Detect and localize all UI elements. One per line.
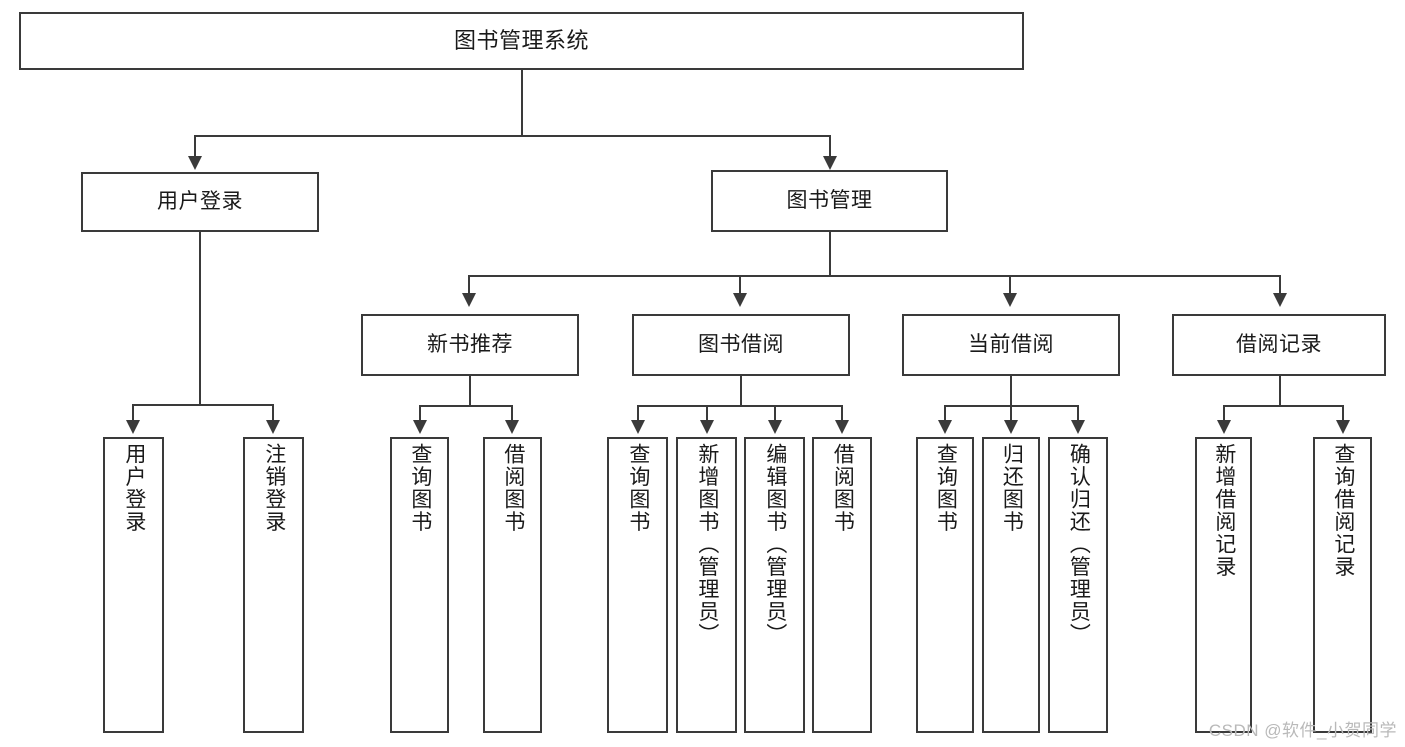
node-label: 新增借阅记录: [1212, 443, 1236, 578]
leaf-node-borrow-book[interactable]: 借阅图书: [812, 437, 872, 733]
node-label: 图书借阅: [698, 333, 784, 357]
node-label: 查询图书: [934, 443, 958, 533]
connector-current-borrow-to-leaf1: [944, 405, 946, 422]
leaf-node-return-book[interactable]: 归还图书: [982, 437, 1040, 733]
leaf-node-logout[interactable]: 注销登录: [243, 437, 304, 733]
arrow-book-borrow-to-leaf4: [835, 420, 849, 434]
node-borrow-record[interactable]: 借阅记录: [1172, 314, 1386, 376]
leaf-node-add-borrow-record[interactable]: 新增借阅记录: [1195, 437, 1252, 733]
arrow-current-borrow-to-leaf1: [938, 420, 952, 434]
connector-book-manage-stem: [829, 232, 831, 276]
node-label: 查询借阅记录: [1331, 443, 1355, 578]
connector-borrow-record-stem: [1279, 376, 1281, 406]
connector-borrow-record-to-leaf2: [1342, 405, 1344, 422]
connector-user-login-stem: [199, 232, 201, 405]
node-label: 注销登录: [262, 443, 286, 533]
node-label: 查询图书: [408, 443, 432, 533]
connector-book-manage-to-new-book: [468, 275, 470, 295]
connector-book-borrow-to-leaf2: [706, 405, 708, 422]
connector-user-login-bus: [133, 404, 273, 406]
arrow-book-borrow-to-leaf1: [631, 420, 645, 434]
connector-user-login-to-leaf1: [132, 404, 134, 422]
node-current-borrow[interactable]: 当前借阅: [902, 314, 1120, 376]
connector-new-book-to-leaf2: [511, 405, 513, 422]
connector-book-borrow-stem: [740, 376, 742, 406]
leaf-node-query-book-current[interactable]: 查询图书: [916, 437, 974, 733]
connector-new-book-stem: [469, 376, 471, 406]
node-new-book-recommend[interactable]: 新书推荐: [361, 314, 579, 376]
node-label: 查询图书: [626, 443, 650, 533]
arrow-user-login-to-leaf1: [126, 420, 140, 434]
leaf-node-confirm-return-admin[interactable]: 确认归还（管理员）: [1048, 437, 1108, 733]
arrow-borrow-record-to-leaf2: [1336, 420, 1350, 434]
connector-borrow-record-bus: [1223, 405, 1343, 407]
node-label: 当前借阅: [968, 333, 1054, 357]
connector-book-borrow-to-leaf1: [637, 405, 639, 422]
connector-root-to-user-login: [194, 135, 196, 158]
node-label: 借阅记录: [1236, 333, 1322, 357]
leaf-node-query-book-borrow[interactable]: 查询图书: [607, 437, 668, 733]
arrow-root-to-user-login: [188, 156, 202, 170]
connector-book-borrow-bus: [637, 405, 842, 407]
watermark: CSDN @软件_小贺同学: [1208, 721, 1397, 740]
arrow-book-manage-to-new-book: [462, 293, 476, 307]
node-book-management[interactable]: 图书管理: [711, 170, 948, 232]
arrow-borrow-record-to-leaf1: [1217, 420, 1231, 434]
connector-root-bus: [195, 135, 831, 137]
leaf-node-query-borrow-record[interactable]: 查询借阅记录: [1313, 437, 1372, 733]
arrow-book-manage-to-current: [1003, 293, 1017, 307]
connector-user-login-to-leaf2: [272, 404, 274, 422]
connector-current-borrow-to-leaf2: [1010, 405, 1012, 422]
node-label: 编辑图书（管理员）: [763, 443, 787, 646]
connector-new-book-to-leaf1: [419, 405, 421, 422]
node-label: 新书推荐: [427, 333, 513, 357]
leaf-node-user-login[interactable]: 用户登录: [103, 437, 164, 733]
connector-book-manage-bus: [468, 275, 1280, 277]
node-label: 用户登录: [157, 190, 243, 214]
connector-book-borrow-to-leaf4: [841, 405, 843, 422]
arrow-book-borrow-to-leaf2: [700, 420, 714, 434]
node-label: 归还图书: [1000, 443, 1024, 533]
connector-new-book-bus: [419, 405, 513, 407]
arrow-new-book-to-leaf1: [413, 420, 427, 434]
arrow-user-login-to-leaf2: [266, 420, 280, 434]
connector-root-to-book-manage: [829, 135, 831, 158]
arrow-current-borrow-to-leaf2: [1004, 420, 1018, 434]
connector-book-manage-to-record: [1279, 275, 1281, 295]
leaf-node-edit-book-admin[interactable]: 编辑图书（管理员）: [744, 437, 805, 733]
arrow-current-borrow-to-leaf3: [1071, 420, 1085, 434]
leaf-node-add-book-admin[interactable]: 新增图书（管理员）: [676, 437, 737, 733]
connector-current-borrow-to-leaf3: [1077, 405, 1079, 422]
connector-root-stem: [521, 70, 523, 136]
arrow-book-borrow-to-leaf3: [768, 420, 782, 434]
node-book-management-system[interactable]: 图书管理系统: [19, 12, 1024, 70]
node-label: 确认归还（管理员）: [1067, 443, 1091, 646]
connector-book-borrow-to-leaf3: [774, 405, 776, 422]
arrow-book-manage-to-borrow: [733, 293, 747, 307]
arrow-new-book-to-leaf2: [505, 420, 519, 434]
connector-borrow-record-to-leaf1: [1223, 405, 1225, 422]
node-book-borrow[interactable]: 图书借阅: [632, 314, 850, 376]
connector-book-manage-to-borrow: [739, 275, 741, 295]
arrow-root-to-book-manage: [823, 156, 837, 170]
node-label: 借阅图书: [501, 443, 525, 533]
connector-book-manage-to-current: [1009, 275, 1011, 295]
node-label: 图书管理: [786, 189, 873, 213]
arrow-book-manage-to-record: [1273, 293, 1287, 307]
node-label: 用户登录: [122, 443, 146, 533]
node-label: 借阅图书: [831, 443, 855, 533]
node-user-login[interactable]: 用户登录: [81, 172, 319, 232]
node-label: 图书管理系统: [453, 27, 589, 53]
connector-current-borrow-stem: [1010, 376, 1012, 406]
node-label: 新增图书（管理员）: [695, 443, 719, 646]
leaf-node-borrow-book-newbook[interactable]: 借阅图书: [483, 437, 542, 733]
leaf-node-query-book-newbook[interactable]: 查询图书: [390, 437, 449, 733]
